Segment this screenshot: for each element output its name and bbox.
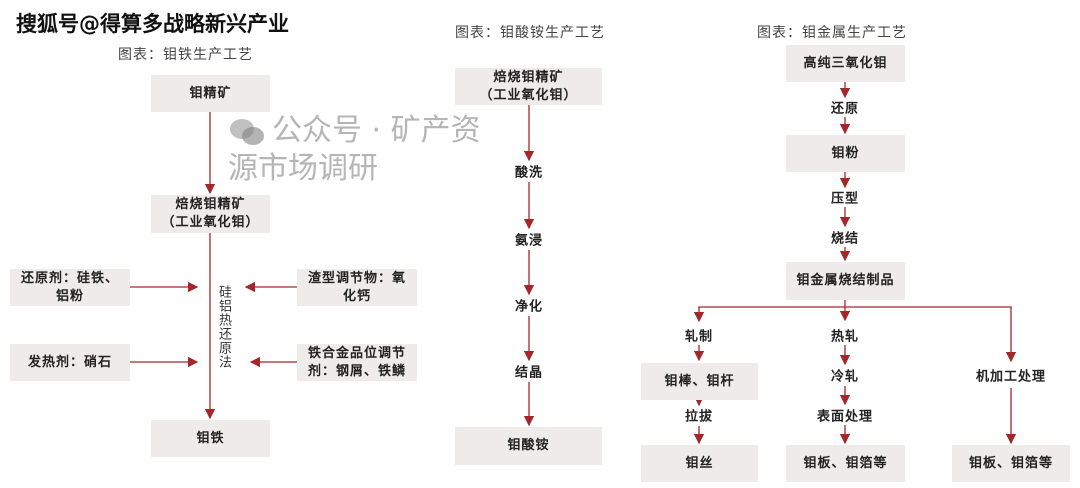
step-surface: 表面处理 — [816, 409, 874, 425]
wechat-icon — [230, 118, 264, 145]
box-reductant: 还原剂：硅铁、铝粉 — [10, 269, 130, 306]
method-label: 硅铝热还原法 — [216, 285, 231, 369]
step-sinter: 烧结 — [830, 231, 860, 247]
step-press: 压型 — [830, 191, 860, 207]
step-pickling: 酸洗 — [514, 165, 544, 181]
box-ore: 钼精矿 — [151, 75, 270, 112]
box-roasted-ore: 焙烧钼精矿 （工业氧化钼） — [151, 195, 270, 233]
watermark-bottom-text: 公众号 · 矿产资源市场调研 — [228, 113, 481, 186]
box-mid-start: 焙烧钼精矿 （工业氧化钼） — [455, 68, 602, 105]
step-crystallize: 结晶 — [514, 365, 544, 381]
box-plate-1: 钼板、钼箔等 — [786, 445, 905, 482]
box-moo3: 高纯三氧化钼 — [786, 45, 905, 82]
right-title: 图表：钼金属生产工艺 — [757, 25, 907, 41]
watermark-top: 搜狐号@得算多战略新兴产业 — [16, 12, 289, 36]
step-purify: 净化 — [514, 299, 544, 315]
box-wire: 钼丝 — [641, 445, 758, 482]
step-hot-roll: 热轧 — [830, 329, 860, 345]
watermark-bottom: 公众号 · 矿产资源市场调研 — [228, 112, 508, 188]
middle-title: 图表：钼酸铵生产工艺 — [455, 25, 605, 41]
step-ammonia-leach: 氨浸 — [514, 233, 544, 249]
box-sintered: 钼金属烧结制品 — [786, 262, 905, 300]
step-cold-roll: 冷轧 — [830, 369, 860, 385]
box-rod: 钼棒、钼杆 — [641, 363, 758, 400]
box-grade-adjuster: 铁合金品位调节剂：钢屑、铁鳞 — [297, 344, 417, 381]
step-rolling: 轧制 — [684, 329, 714, 345]
box-plate-2: 钼板、钼箔等 — [952, 445, 1070, 482]
box-ammonium-molybdate: 钼酸铵 — [455, 427, 602, 465]
box-heater: 发热剂：硝石 — [10, 344, 130, 381]
box-ferromolybdenum: 钼铁 — [151, 420, 270, 457]
step-drawing: 拉拔 — [684, 409, 714, 425]
box-powder: 钼粉 — [786, 135, 905, 172]
box-slag: 渣型调节物：氧化钙 — [297, 269, 417, 306]
left-title: 图表：钼铁生产工艺 — [118, 47, 253, 63]
step-machining: 机加工处理 — [975, 369, 1047, 385]
step-reduce: 还原 — [830, 101, 860, 117]
